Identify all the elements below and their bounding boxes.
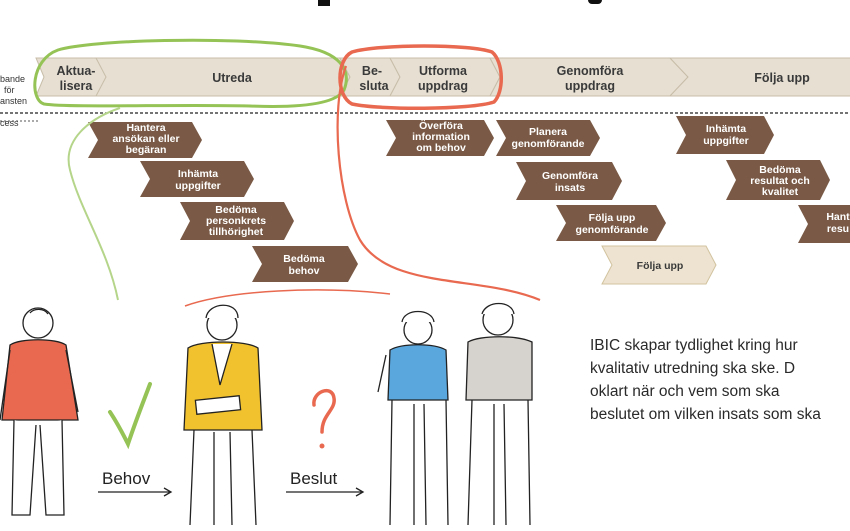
left-label-2: för <box>4 85 15 95</box>
task-folja-genomforande <box>556 205 666 241</box>
paragraph-line-2: kvalitativ utredning ska ske. D <box>590 360 796 377</box>
task-inhamta-2-line-2: uppgifter <box>703 135 749 147</box>
green-outline-loop <box>33 38 348 108</box>
task-bedoma-personkrets-line-1: Bedöma <box>215 204 257 216</box>
task-bedoma-personkrets-line-2: personkrets <box>206 215 266 227</box>
task-bedoma-resultat-line-2: resultat och <box>750 175 810 187</box>
left-label-4: cess <box>0 118 19 128</box>
task-genomfora-insats <box>516 162 622 200</box>
task-inhamta-2-line-1: Inhämta <box>706 123 746 135</box>
phase-folja-upp-label: Följa upp <box>754 71 810 85</box>
paragraph-line-3: oklart när och vem som ska <box>590 383 780 400</box>
task-inhamta-1-line-1: Inhämta <box>178 168 218 180</box>
task-bedoma-personkrets <box>180 202 294 240</box>
task-hantera-line-3: begäran <box>126 144 167 156</box>
task-planera <box>496 120 600 156</box>
task-folja-upp-label: Följa upp <box>637 260 684 272</box>
task-bedoma-resultat-line-1: Bedöma <box>759 164 801 176</box>
title-fragment <box>318 0 602 6</box>
phase-utreda-label: Utreda <box>212 71 253 85</box>
task-planera-line-2: genomförande <box>512 138 585 150</box>
task-genomfora-insats-line-1: Genomföra <box>542 170 598 182</box>
person-elderly-man <box>0 307 79 516</box>
task-folja-upp <box>601 245 717 285</box>
task-hantera-2-line-1: Hant <box>826 211 850 223</box>
caption-behov: Behov <box>102 469 151 488</box>
task-bedoma-behov <box>252 246 358 282</box>
task-hantera <box>88 122 202 158</box>
phase-folja-upp <box>668 57 850 97</box>
task-bedoma-behov-line-2: behov <box>289 265 320 277</box>
task-overfora-line-1: Överföra <box>419 119 463 132</box>
question-mark-icon <box>312 388 336 449</box>
task-hantera-line-1: Hantera <box>126 122 165 134</box>
caption-beslut: Beslut <box>290 469 338 488</box>
task-inhamta-1-line-2: uppgifter <box>175 180 221 192</box>
task-overfora-line-2: information <box>412 131 470 143</box>
task-hantera-2-line-2: resu <box>827 223 849 235</box>
phase-utforma-label-2: uppdrag <box>418 79 468 93</box>
task-genomfora-insats-line-2: insats <box>555 182 586 194</box>
check-mark-icon <box>108 382 152 450</box>
person-man-grey <box>465 302 533 526</box>
arrow-beslut <box>286 487 365 497</box>
green-tail-curve <box>67 107 121 301</box>
red-outline-loop <box>338 44 503 110</box>
task-folja-genomforande-line-2: genomförande <box>576 224 649 236</box>
task-folja-genomforande-line-1: Följa upp <box>589 212 636 224</box>
task-hantera-line-2: ansökan eller <box>112 133 179 145</box>
task-bedoma-resultat <box>726 160 830 200</box>
task-bedoma-behov-line-1: Bedöma <box>283 253 325 265</box>
task-hantera-2 <box>798 205 850 243</box>
ibic-description-paragraph: IBIC skapar tydlighet kring hur kvalitat… <box>590 334 850 426</box>
phase-besluta-label-2: sluta <box>359 79 389 93</box>
phase-genomfora-label-1: Genomföra <box>557 64 625 78</box>
paragraph-line-4: beslutet om vilken insats som ska <box>590 406 821 423</box>
task-inhamta-1 <box>140 161 254 197</box>
red-arc-line <box>184 289 391 307</box>
phase-aktualisera-label-1: Aktua- <box>57 64 96 78</box>
person-nurse-blue <box>377 310 449 526</box>
red-tail-curve <box>336 65 541 302</box>
task-inhamta-2 <box>676 116 774 154</box>
task-overfora <box>386 120 494 156</box>
task-planera-line-1: Planera <box>529 126 567 138</box>
paragraph-line-1: IBIC skapar tydlighet kring hur <box>590 337 798 354</box>
arrow-behov <box>98 487 173 497</box>
task-bedoma-resultat-line-3: kvalitet <box>762 186 799 198</box>
person-woman-yellow <box>183 304 263 526</box>
task-bedoma-personkrets-line-3: tillhörighet <box>209 226 264 238</box>
left-label-3: ansten <box>0 96 27 106</box>
phase-besluta-label-1: Be- <box>362 64 382 78</box>
task-overfora-line-3: om behov <box>416 142 466 154</box>
phase-utforma-label-1: Utforma <box>419 64 468 78</box>
phase-aktualisera-label-2: lisera <box>60 79 94 93</box>
left-label-1: bande <box>0 74 25 84</box>
phase-genomfora-label-2: uppdrag <box>565 79 615 93</box>
